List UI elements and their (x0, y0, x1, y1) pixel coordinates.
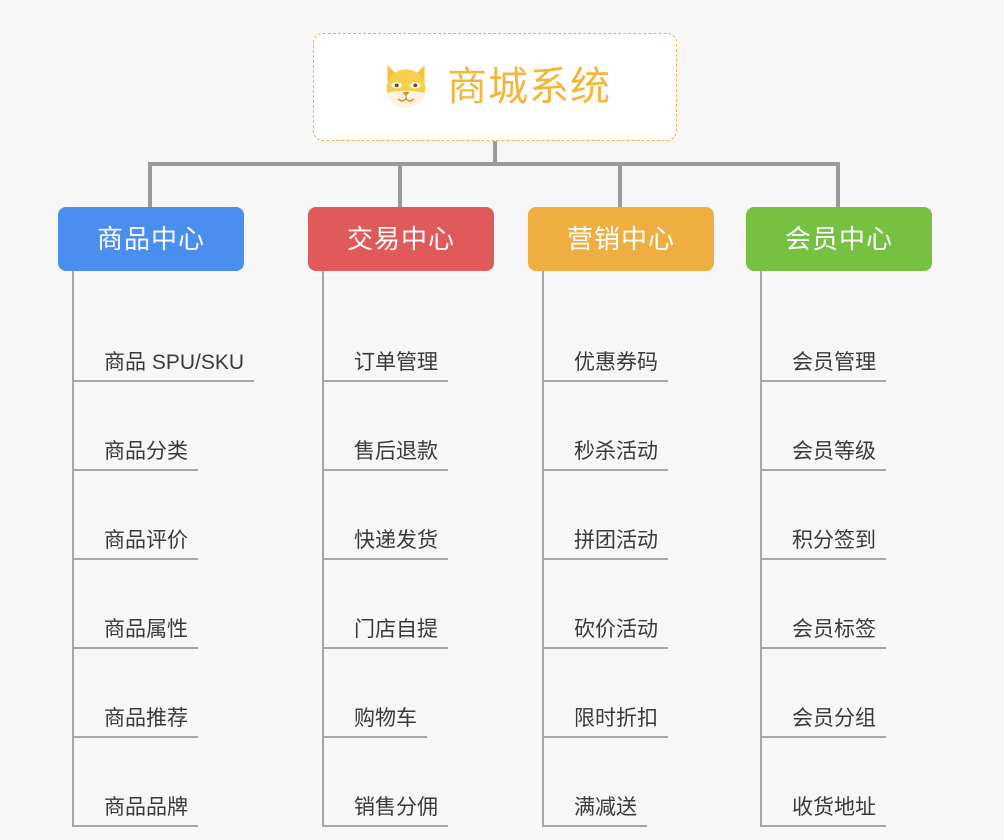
connector-root-stub (493, 141, 497, 165)
leaf-item[interactable]: 会员管理 (762, 293, 932, 382)
connector-drop-1 (148, 162, 152, 210)
leaf-item[interactable]: 砍价活动 (544, 560, 714, 649)
leaf-label: 积分签到 (762, 530, 886, 560)
leaf-underline (544, 558, 668, 560)
leaf-label: 门店自提 (324, 619, 448, 649)
leaf-item[interactable]: 商品品牌 (74, 738, 244, 827)
leaf-item[interactable]: 限时折扣 (544, 649, 714, 738)
leaf-label: 商品属性 (74, 619, 198, 649)
leaf-item[interactable]: 门店自提 (324, 560, 494, 649)
leaf-item[interactable]: 商品 SPU/SKU (74, 293, 255, 382)
category-column-3: 营销中心 优惠券码 秒杀活动 拼团活动 砍价活动 限时折扣 满减送 (528, 207, 714, 827)
branch-trunk-3: 优惠券码 秒杀活动 拼团活动 砍价活动 限时折扣 满减送 (542, 271, 714, 827)
leaf-underline (74, 380, 255, 382)
leaf-label: 商品 SPU/SKU (74, 352, 255, 382)
leaf-label: 商品品牌 (74, 797, 198, 827)
leaf-underline (762, 736, 886, 738)
category-header-trade[interactable]: 交易中心 (308, 207, 494, 271)
leaf-label: 砍价活动 (544, 619, 668, 649)
leaf-underline (74, 736, 198, 738)
leaf-underline (324, 736, 427, 738)
leaf-label: 限时折扣 (544, 708, 668, 738)
leaf-underline (544, 825, 647, 827)
leaf-underline (324, 469, 448, 471)
leaf-item[interactable]: 会员标签 (762, 560, 932, 649)
leaf-underline (74, 469, 198, 471)
leaf-underline (324, 825, 448, 827)
leaf-item[interactable]: 购物车 (324, 649, 494, 738)
leaf-item[interactable]: 商品推荐 (74, 649, 244, 738)
leaf-label: 会员等级 (762, 441, 886, 471)
leaf-underline (544, 380, 668, 382)
leaf-item[interactable]: 优惠券码 (544, 293, 714, 382)
leaf-label: 会员管理 (762, 352, 886, 382)
category-header-product[interactable]: 商品中心 (58, 207, 244, 271)
leaf-underline (544, 469, 668, 471)
leaf-underline (762, 558, 886, 560)
category-header-label: 商品中心 (96, 224, 205, 254)
leaf-label: 快递发货 (324, 530, 448, 560)
leaf-underline (762, 469, 886, 471)
leaf-item[interactable]: 销售分佣 (324, 738, 494, 827)
leaf-underline (324, 647, 448, 649)
leaf-item[interactable]: 售后退款 (324, 382, 494, 471)
leaf-underline (74, 825, 198, 827)
leaf-label: 售后退款 (324, 441, 448, 471)
leaf-item[interactable]: 快递发货 (324, 471, 494, 560)
leaf-item[interactable]: 订单管理 (324, 293, 494, 382)
category-header-marketing[interactable]: 营销中心 (528, 207, 714, 271)
leaf-label: 会员分组 (762, 708, 886, 738)
leaf-label: 秒杀活动 (544, 441, 668, 471)
leaf-item[interactable]: 收货地址 (762, 738, 932, 827)
connector-horizontal-bar (148, 162, 838, 166)
leaf-label: 收货地址 (762, 797, 886, 827)
connector-drop-3 (618, 162, 622, 210)
branch-trunk-4: 会员管理 会员等级 积分签到 会员标签 会员分组 收货地址 (760, 271, 932, 827)
leaf-label: 商品评价 (74, 530, 198, 560)
leaf-underline (324, 380, 448, 382)
connector-drop-4 (836, 162, 840, 210)
leaf-underline (74, 558, 198, 560)
leaf-label: 购物车 (324, 708, 427, 738)
category-column-4: 会员中心 会员管理 会员等级 积分签到 会员标签 会员分组 收货地址 (746, 207, 932, 827)
leaf-underline (74, 647, 198, 649)
root-node-mall-system[interactable]: 商城系统 (313, 33, 677, 141)
leaf-item[interactable]: 秒杀活动 (544, 382, 714, 471)
leaf-label: 满减送 (544, 797, 647, 827)
category-header-label: 营销中心 (566, 224, 675, 254)
leaf-label: 优惠券码 (544, 352, 668, 382)
leaf-item[interactable]: 商品属性 (74, 560, 244, 649)
leaf-label: 商品分类 (74, 441, 198, 471)
connector-drop-2 (398, 162, 402, 210)
leaf-underline (762, 647, 886, 649)
leaf-underline (762, 825, 886, 827)
category-column-1: 商品中心 商品 SPU/SKU 商品分类 商品评价 商品属性 商品推荐 商品品牌 (58, 207, 255, 827)
leaf-underline (762, 380, 886, 382)
leaf-underline (544, 736, 668, 738)
root-node-title: 商城系统 (447, 65, 611, 109)
leaf-item[interactable]: 拼团活动 (544, 471, 714, 560)
leaf-item[interactable]: 会员分组 (762, 649, 932, 738)
branch-trunk-2: 订单管理 售后退款 快递发货 门店自提 购物车 销售分佣 (322, 271, 494, 827)
category-column-2: 交易中心 订单管理 售后退款 快递发货 门店自提 购物车 销售分佣 (308, 207, 494, 827)
leaf-label: 销售分佣 (324, 797, 448, 827)
leaf-item[interactable]: 商品评价 (74, 471, 244, 560)
shiba-dog-icon (386, 65, 426, 109)
branch-trunk-1: 商品 SPU/SKU 商品分类 商品评价 商品属性 商品推荐 商品品牌 (72, 271, 255, 827)
leaf-underline (544, 647, 668, 649)
leaf-item[interactable]: 满减送 (544, 738, 714, 827)
leaf-label: 商品推荐 (74, 708, 198, 738)
leaf-underline (324, 558, 448, 560)
category-header-label: 会员中心 (784, 224, 893, 254)
leaf-item[interactable]: 积分签到 (762, 471, 932, 560)
leaf-label: 拼团活动 (544, 530, 668, 560)
leaf-label: 会员标签 (762, 619, 886, 649)
leaf-label: 订单管理 (324, 352, 448, 382)
category-header-label: 交易中心 (346, 224, 455, 254)
leaf-item[interactable]: 会员等级 (762, 382, 932, 471)
leaf-item[interactable]: 商品分类 (74, 382, 244, 471)
category-header-member[interactable]: 会员中心 (746, 207, 932, 271)
